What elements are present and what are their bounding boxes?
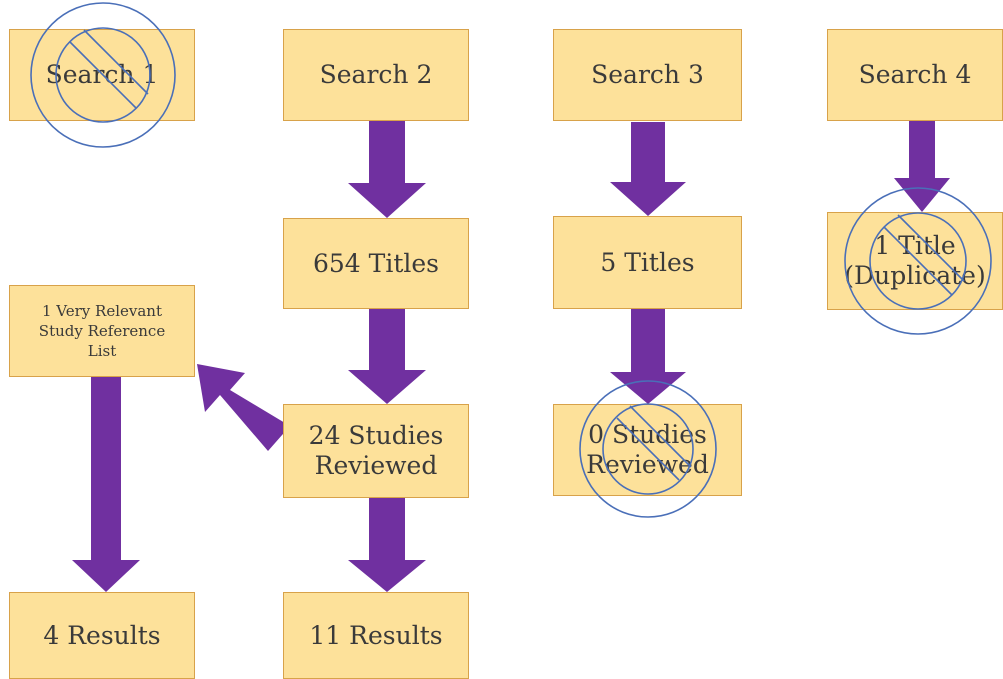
- 0-studies-line1: 0 Studies: [588, 420, 707, 449]
- search-1-box: Search 1: [9, 29, 195, 121]
- 5-titles-label: 5 Titles: [600, 247, 695, 277]
- 4-results-label: 4 Results: [43, 620, 161, 650]
- 0-studies-line2: Reviewed: [586, 450, 709, 479]
- search-2-box: Search 2: [283, 29, 469, 121]
- search-4-box: Search 4: [827, 29, 1003, 121]
- arrow-24studies-to-relevant: [197, 364, 290, 451]
- 1-title-line1: 1 Title: [874, 231, 956, 260]
- relevant-study-line3: List: [87, 342, 117, 361]
- arrow-654titles-to-24studies: [348, 309, 426, 404]
- arrow-24studies-to-11results: [348, 498, 426, 592]
- 24-studies-line1: 24 Studies: [308, 421, 444, 450]
- relevant-study-box: 1 Very Relevant Study Reference List: [9, 285, 195, 377]
- search-1-label: Search 1: [45, 60, 159, 89]
- 654-titles-box: 654 Titles: [283, 218, 469, 309]
- 1-title-line2: (Duplicate): [844, 261, 986, 290]
- search-2-label: Search 2: [319, 60, 433, 89]
- 4-results-box: 4 Results: [9, 592, 195, 679]
- arrow-5titles-to-0studies: [610, 309, 686, 404]
- search-3-box: Search 3: [553, 29, 742, 121]
- arrow-search4-to-1title: [894, 121, 950, 212]
- arrow-search3-to-5titles: [610, 122, 686, 216]
- relevant-study-line2: Study Reference: [38, 321, 166, 340]
- 11-results-label: 11 Results: [309, 620, 443, 650]
- arrow-search2-to-654titles: [348, 121, 426, 218]
- relevant-study-line1: 1 Very Relevant: [41, 301, 162, 320]
- 654-titles-label: 654 Titles: [312, 248, 439, 278]
- arrow-relevant-to-4results: [72, 377, 140, 592]
- 11-results-box: 11 Results: [283, 592, 469, 679]
- 1-title-box: 1 Title (Duplicate): [827, 212, 1003, 310]
- search-3-label: Search 3: [591, 60, 704, 89]
- 0-studies-box: 0 Studies Reviewed: [553, 404, 742, 496]
- 24-studies-line2: Reviewed: [314, 451, 438, 480]
- 24-studies-box: 24 Studies Reviewed: [283, 404, 469, 498]
- 5-titles-box: 5 Titles: [553, 216, 742, 309]
- search-4-label: Search 4: [858, 60, 972, 89]
